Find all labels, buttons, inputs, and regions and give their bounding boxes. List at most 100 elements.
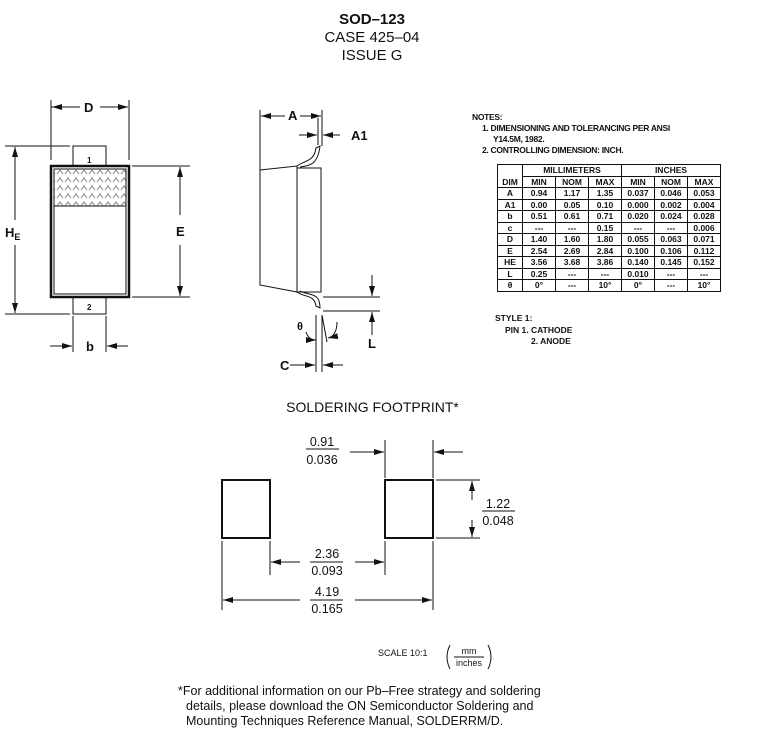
pin2-number: 2 bbox=[87, 303, 92, 312]
value-cell: 0.006 bbox=[687, 221, 721, 234]
package-title: SOD–123 bbox=[339, 11, 405, 28]
column-header: MAX bbox=[687, 175, 721, 188]
value-cell: --- bbox=[588, 267, 622, 280]
group-mm: MILLIMETERS bbox=[522, 164, 622, 177]
cathode-band bbox=[53, 168, 127, 207]
dim-cell: E bbox=[497, 244, 523, 257]
footnote: *For additional information on our Pb–Fr… bbox=[178, 684, 541, 729]
style-pin2: 2. ANODE bbox=[531, 336, 571, 346]
column-header: DIM bbox=[497, 176, 523, 188]
value-cell: 0.61 bbox=[555, 210, 589, 223]
column-header: MIN bbox=[522, 175, 556, 188]
column-header: MAX bbox=[588, 175, 622, 188]
value-cell: 0.063 bbox=[654, 233, 688, 246]
value-cell: 2.54 bbox=[522, 244, 556, 257]
value-cell: 0.25 bbox=[522, 267, 556, 280]
soldering-footprint bbox=[221, 440, 515, 670]
value-cell: 0.106 bbox=[654, 244, 688, 257]
note-2: 2. CONTROLLING DIMENSION: INCH. bbox=[482, 145, 624, 155]
column-header: NOM bbox=[654, 175, 688, 188]
value-cell: 0.145 bbox=[654, 256, 688, 269]
pad-width-in: 0.036 bbox=[306, 453, 337, 467]
footprint-pad-right bbox=[384, 479, 434, 539]
side-view bbox=[259, 110, 380, 372]
dim-label-HE: HE bbox=[5, 225, 20, 242]
value-cell: --- bbox=[555, 279, 589, 292]
value-cell: 0.140 bbox=[621, 256, 655, 269]
value-cell: 0.055 bbox=[621, 233, 655, 246]
value-cell: 0.020 bbox=[621, 210, 655, 223]
footnote-line-2: details, please download the ON Semicond… bbox=[186, 699, 534, 713]
value-cell: 2.84 bbox=[588, 244, 622, 257]
value-cell: 3.68 bbox=[555, 256, 589, 269]
value-cell: --- bbox=[687, 267, 721, 280]
pin1-number: 1 bbox=[87, 156, 92, 165]
value-cell: 0.71 bbox=[588, 210, 622, 223]
table-row: c------0.15------0.006 bbox=[497, 221, 721, 234]
pad-width-mm: 0.91 bbox=[310, 435, 334, 449]
value-cell: --- bbox=[555, 267, 589, 280]
group-inches: INCHES bbox=[621, 164, 721, 177]
dim-label-E: E bbox=[176, 224, 185, 239]
column-header: NOM bbox=[555, 175, 589, 188]
value-cell: 1.80 bbox=[588, 233, 622, 246]
footnote-line-1: *For additional information on our Pb–Fr… bbox=[178, 684, 541, 698]
value-cell: 0.028 bbox=[687, 210, 721, 223]
footprint-pad-left bbox=[221, 479, 271, 539]
notes-heading: NOTES: bbox=[472, 112, 503, 122]
bottom-lead bbox=[296, 290, 321, 309]
value-cell: --- bbox=[522, 221, 556, 234]
value-cell: --- bbox=[555, 221, 589, 234]
value-cell: 0.51 bbox=[522, 210, 556, 223]
value-cell: 0.94 bbox=[522, 187, 556, 200]
dim-label-C: C bbox=[280, 358, 290, 373]
dim-cell: θ bbox=[497, 279, 523, 292]
pad-height-in: 0.048 bbox=[482, 514, 513, 528]
style-pin1: PIN 1. CATHODE bbox=[505, 324, 573, 335]
case-number: CASE 425–04 bbox=[324, 29, 420, 46]
value-cell: 0° bbox=[621, 279, 655, 292]
value-cell: 2.69 bbox=[555, 244, 589, 257]
value-cell: 10° bbox=[687, 279, 721, 292]
footprint-title: SOLDERING FOOTPRINT* bbox=[286, 399, 459, 415]
note-1-cont: Y14.5M, 1982. bbox=[493, 134, 545, 144]
dim-cell: HE bbox=[497, 256, 523, 269]
value-cell: 0.071 bbox=[687, 233, 721, 246]
dim-label-D: D bbox=[84, 100, 93, 115]
value-cell: 0.15 bbox=[588, 221, 622, 234]
footnote-line-3: Mounting Techniques Reference Manual, SO… bbox=[186, 714, 504, 728]
dim-cell: c bbox=[497, 221, 523, 234]
value-cell: 0.002 bbox=[654, 198, 688, 211]
value-cell: 0.152 bbox=[687, 256, 721, 269]
dim-cell: L bbox=[497, 267, 523, 280]
value-cell: 1.40 bbox=[522, 233, 556, 246]
dim-label-L: L bbox=[368, 336, 376, 351]
value-cell: --- bbox=[654, 267, 688, 280]
column-header: MIN bbox=[621, 175, 655, 188]
dim-label-b: b bbox=[86, 339, 94, 354]
scale-label: SCALE 10:1 bbox=[378, 648, 428, 658]
dim-label-A: A bbox=[288, 108, 298, 123]
value-cell: 10° bbox=[588, 279, 622, 292]
style-heading: STYLE 1: bbox=[495, 313, 533, 323]
dim-label-A1: A1 bbox=[351, 128, 368, 143]
package-body bbox=[49, 164, 131, 299]
value-cell: 0.037 bbox=[621, 187, 655, 200]
overall-mm: 4.19 bbox=[315, 585, 339, 599]
overall-in: 0.165 bbox=[311, 602, 342, 616]
note-1: 1. DIMENSIONING AND TOLERANCING PER ANSI bbox=[482, 123, 670, 133]
pad-height-mm: 1.22 bbox=[486, 497, 510, 511]
value-cell: 0° bbox=[522, 279, 556, 292]
value-cell: 0.100 bbox=[621, 244, 655, 257]
dim-cell: A1 bbox=[497, 198, 523, 211]
style-notes: STYLE 1: PIN 1. CATHODE 2. ANODE bbox=[495, 313, 572, 348]
value-cell: 0.10 bbox=[588, 198, 622, 211]
value-cell: 3.56 bbox=[522, 256, 556, 269]
